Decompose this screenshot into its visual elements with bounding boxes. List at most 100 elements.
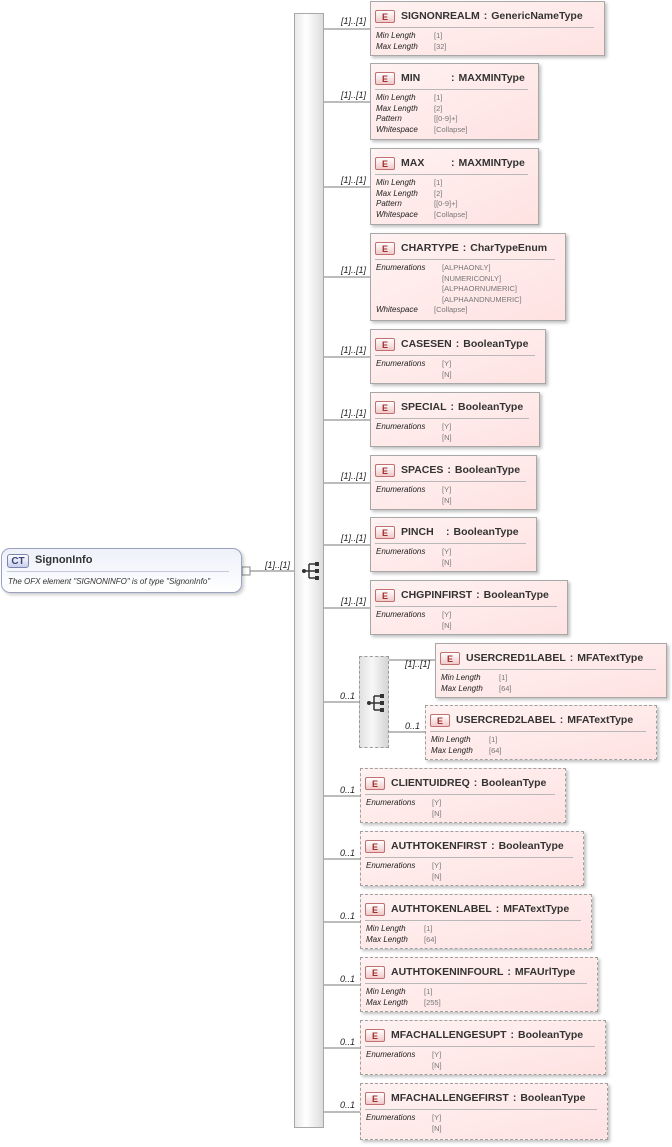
element-type: MAXMINType: [458, 72, 525, 84]
element-divider: [440, 669, 656, 670]
property-value: [Y]: [442, 547, 452, 556]
element-name: AUTHTOKENFIRST: [391, 840, 488, 852]
property-name: Min Length: [376, 93, 416, 102]
property-row: Enumerations[Y][N]: [366, 1050, 442, 1071]
element-badge: E: [375, 241, 395, 255]
element-properties: Min Length[1]Max Length[64]: [366, 924, 437, 945]
property-row: Enumerations[Y][N]: [366, 1113, 442, 1134]
sequence-compositor-icon[interactable]: [301, 562, 321, 585]
property-values: [1]: [434, 31, 442, 42]
element-badge: E: [375, 156, 395, 170]
element-badge: E: [375, 525, 395, 539]
element-divider: [375, 355, 535, 356]
element-properties: Enumerations[Y][N]: [366, 1113, 442, 1134]
element-divider: [365, 1046, 595, 1047]
complex-type-documentation: The OFX element "SIGNONINFO" is of type …: [8, 577, 211, 586]
property-row: Enumerations[Y][N]: [376, 610, 452, 631]
property-row: Max Length[32]: [376, 42, 447, 53]
property-row: Max Length[2]: [376, 189, 467, 200]
element-properties: Min Length[1]Max Length[2]Pattern[[0-9]+…: [376, 93, 467, 135]
property-row: Max Length[2]: [376, 104, 467, 115]
property-row: Enumerations[ALPHAONLY][NUMERICONLY][ALP…: [376, 263, 522, 305]
element-properties: Enumerations[Y][N]: [376, 610, 452, 631]
property-values: [Y][N]: [432, 798, 442, 819]
property-values: [1]: [424, 987, 432, 998]
expander-toggle[interactable]: [241, 566, 251, 576]
property-values: [2]: [434, 104, 442, 115]
occurrence-label: [1]..[1]: [405, 659, 431, 669]
property-name: Enumerations: [376, 610, 426, 619]
element-name: AUTHTOKENINFOURL: [391, 966, 504, 978]
choice-compositor[interactable]: [359, 656, 389, 748]
property-name: Whitespace: [376, 209, 418, 219]
property-row: Whitespace[Collapse]: [376, 125, 467, 136]
property-value: [ALPHAONLY]: [442, 263, 491, 272]
element-name: CHARTYPE: [401, 242, 459, 254]
element-divider: [375, 418, 529, 419]
property-name: Max Length: [376, 41, 418, 51]
occurrence-label: 0..1: [340, 1037, 356, 1047]
property-values: [1]: [434, 178, 442, 189]
property-value: [1]: [424, 987, 433, 996]
element-properties: Enumerations[ALPHAONLY][NUMERICONLY][ALP…: [376, 263, 522, 316]
property-values: [Collapse]: [434, 210, 467, 221]
property-row: Enumerations[Y][N]: [376, 547, 452, 568]
element-badge: E: [365, 902, 385, 916]
element-separator: :: [512, 1092, 517, 1104]
element-badge: E: [375, 337, 395, 351]
property-values: [Y][N]: [432, 1050, 442, 1071]
property-value: [1]: [489, 735, 498, 744]
property-name: Whitespace: [376, 305, 418, 314]
property-value: [N]: [442, 620, 452, 630]
occurrence-label: 0..1: [340, 974, 356, 984]
property-value: [N]: [432, 1123, 442, 1133]
element-badge: E: [365, 839, 385, 853]
complex-type-box[interactable]: CT SignonInfo The OFX element "SIGNONINF…: [1, 548, 242, 593]
element-type: CharTypeEnum: [470, 242, 548, 254]
element-name: MFACHALLENGESUPT: [391, 1029, 507, 1041]
property-row: Min Length[1]: [366, 924, 437, 935]
element-properties: Enumerations[Y][N]: [376, 485, 452, 506]
property-row: Min Length[1]: [441, 673, 512, 684]
property-value: [64]: [424, 934, 437, 944]
property-value: [Y]: [442, 359, 452, 368]
property-values: [Y][N]: [442, 485, 452, 506]
property-row: Min Length[1]: [376, 93, 467, 104]
element-divider: [430, 731, 646, 732]
element-badge: E: [365, 1028, 385, 1042]
element-divider: [375, 481, 526, 482]
property-values: [[0-9]+]: [434, 199, 458, 210]
property-value: [Collapse]: [434, 305, 468, 314]
occurrence-label: [1]..[1]: [341, 345, 367, 355]
property-values: [255]: [424, 998, 441, 1009]
property-name: Max Length: [441, 683, 483, 693]
element-properties: Enumerations[Y][N]: [366, 1050, 442, 1071]
element-name: MAX: [401, 157, 425, 169]
element-badge: E: [365, 965, 385, 979]
element-type: BooleanType: [454, 464, 521, 476]
